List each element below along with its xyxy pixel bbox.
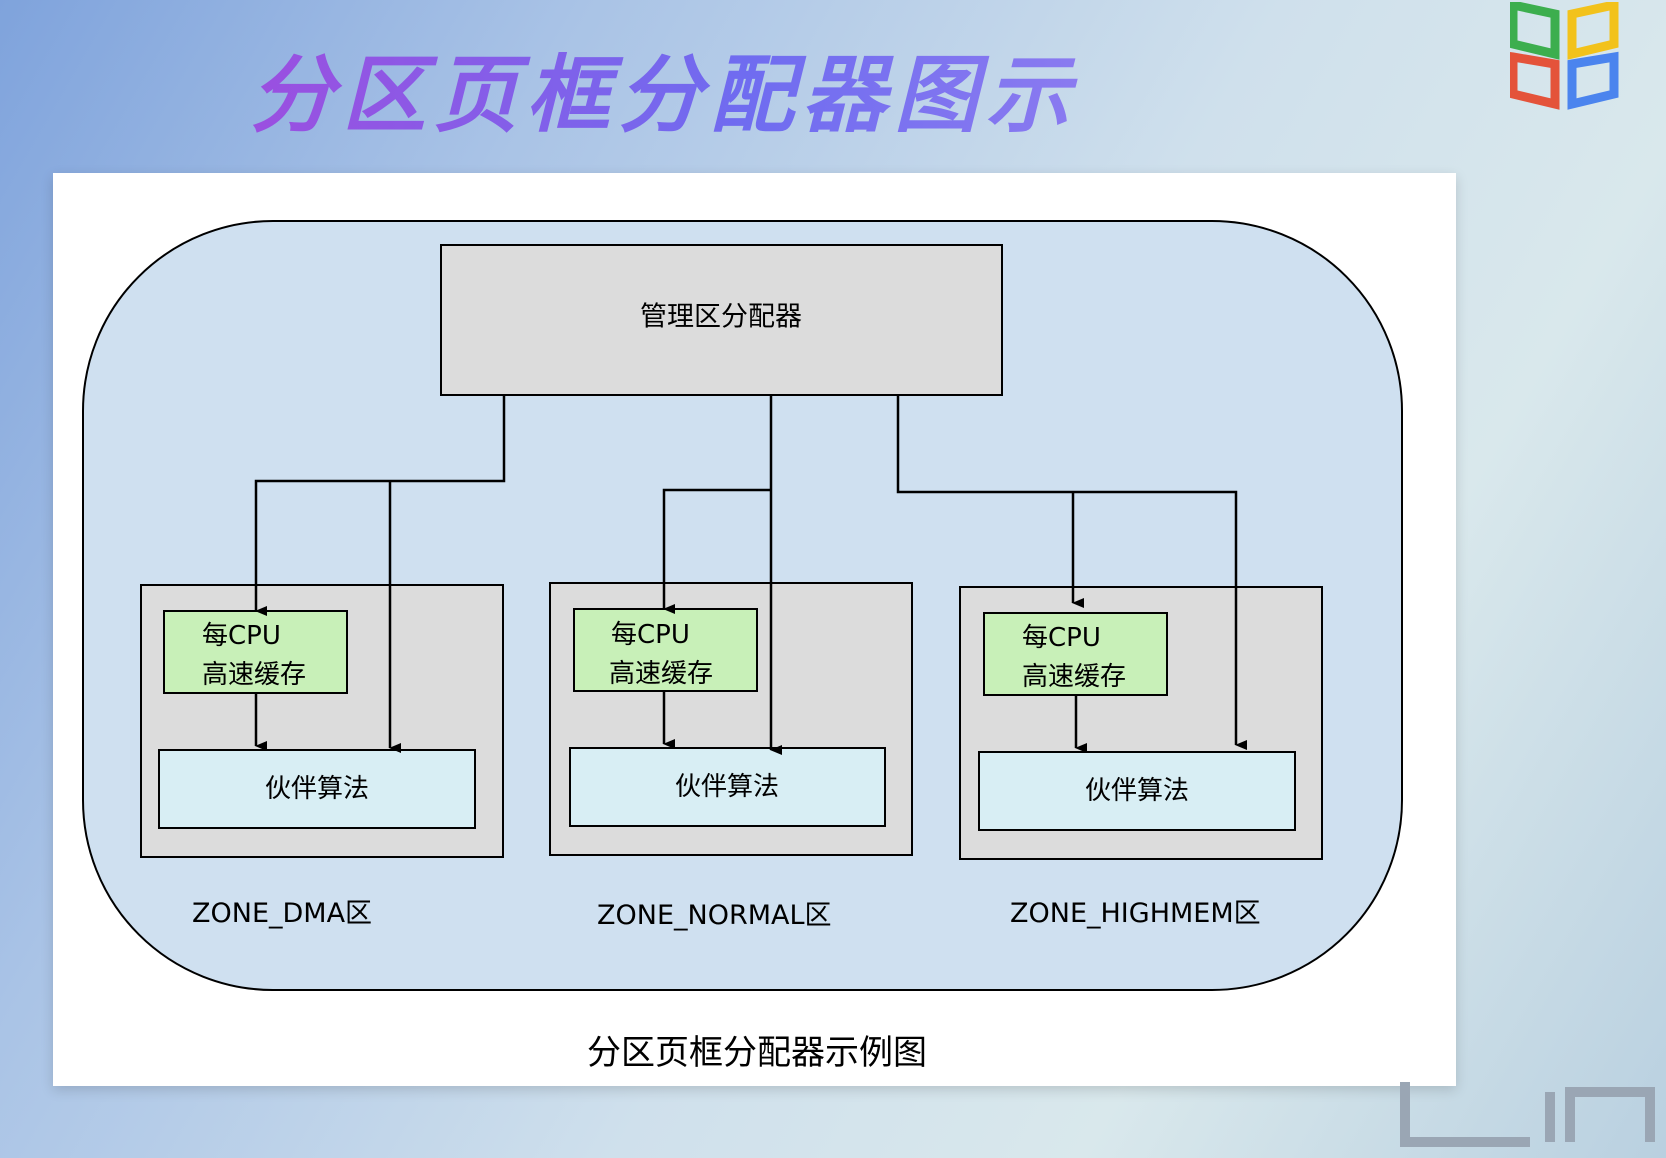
svg-text:每CPU: 每CPU <box>202 621 281 651</box>
buddy-box <box>158 749 476 829</box>
manager-box <box>440 244 1003 396</box>
buddy-box <box>569 747 886 827</box>
diagram-panel: 管理区分配器 每CPU 高速缓存 伙伴算法 ZONE_DMA区 每CPU 高速缓… <box>53 173 1456 1086</box>
zone-allocator-diagram: 管理区分配器 每CPU 高速缓存 伙伴算法 ZONE_DMA区 每CPU 高速缓… <box>82 220 1403 1073</box>
zone-label: ZONE_DMA区 <box>192 898 372 929</box>
logo-icon <box>1510 2 1619 110</box>
zone-normal: 每CPU 高速缓存 伙伴算法 ZONE_NORMAL区 <box>549 582 913 931</box>
slide-title: 分区页框分配器图示 <box>250 28 1078 149</box>
connector-arrows <box>254 395 1247 755</box>
zone-label: ZONE_HIGHMEM区 <box>1010 898 1261 929</box>
svg-text:伙伴算法: 伙伴算法 <box>265 774 369 804</box>
svg-text:每CPU: 每CPU <box>1022 623 1101 653</box>
svg-text:高速缓存: 高速缓存 <box>609 659 713 689</box>
per-cpu-cache-box <box>983 612 1168 696</box>
svg-text:高速缓存: 高速缓存 <box>202 660 306 690</box>
zone-highmem: 每CPU 高速缓存 伙伴算法 ZONE_HIGHMEM区 <box>959 586 1323 929</box>
svg-text:伙伴算法: 伙伴算法 <box>675 772 779 802</box>
svg-text:高速缓存: 高速缓存 <box>1022 662 1126 692</box>
zone-label: ZONE_NORMAL区 <box>597 900 832 931</box>
per-cpu-cache-box <box>573 608 758 692</box>
background-decoration-icon <box>1400 1082 1655 1147</box>
manager-label: 管理区分配器 <box>640 302 802 333</box>
svg-text:伙伴算法: 伙伴算法 <box>1085 776 1189 806</box>
per-cpu-cache-box <box>163 610 348 694</box>
svg-text:每CPU: 每CPU <box>611 620 690 650</box>
zone-dma: 每CPU 高速缓存 伙伴算法 ZONE_DMA区 <box>140 584 504 929</box>
buddy-box <box>978 751 1296 831</box>
diagram-caption: 分区页框分配器示例图 <box>587 1033 927 1073</box>
